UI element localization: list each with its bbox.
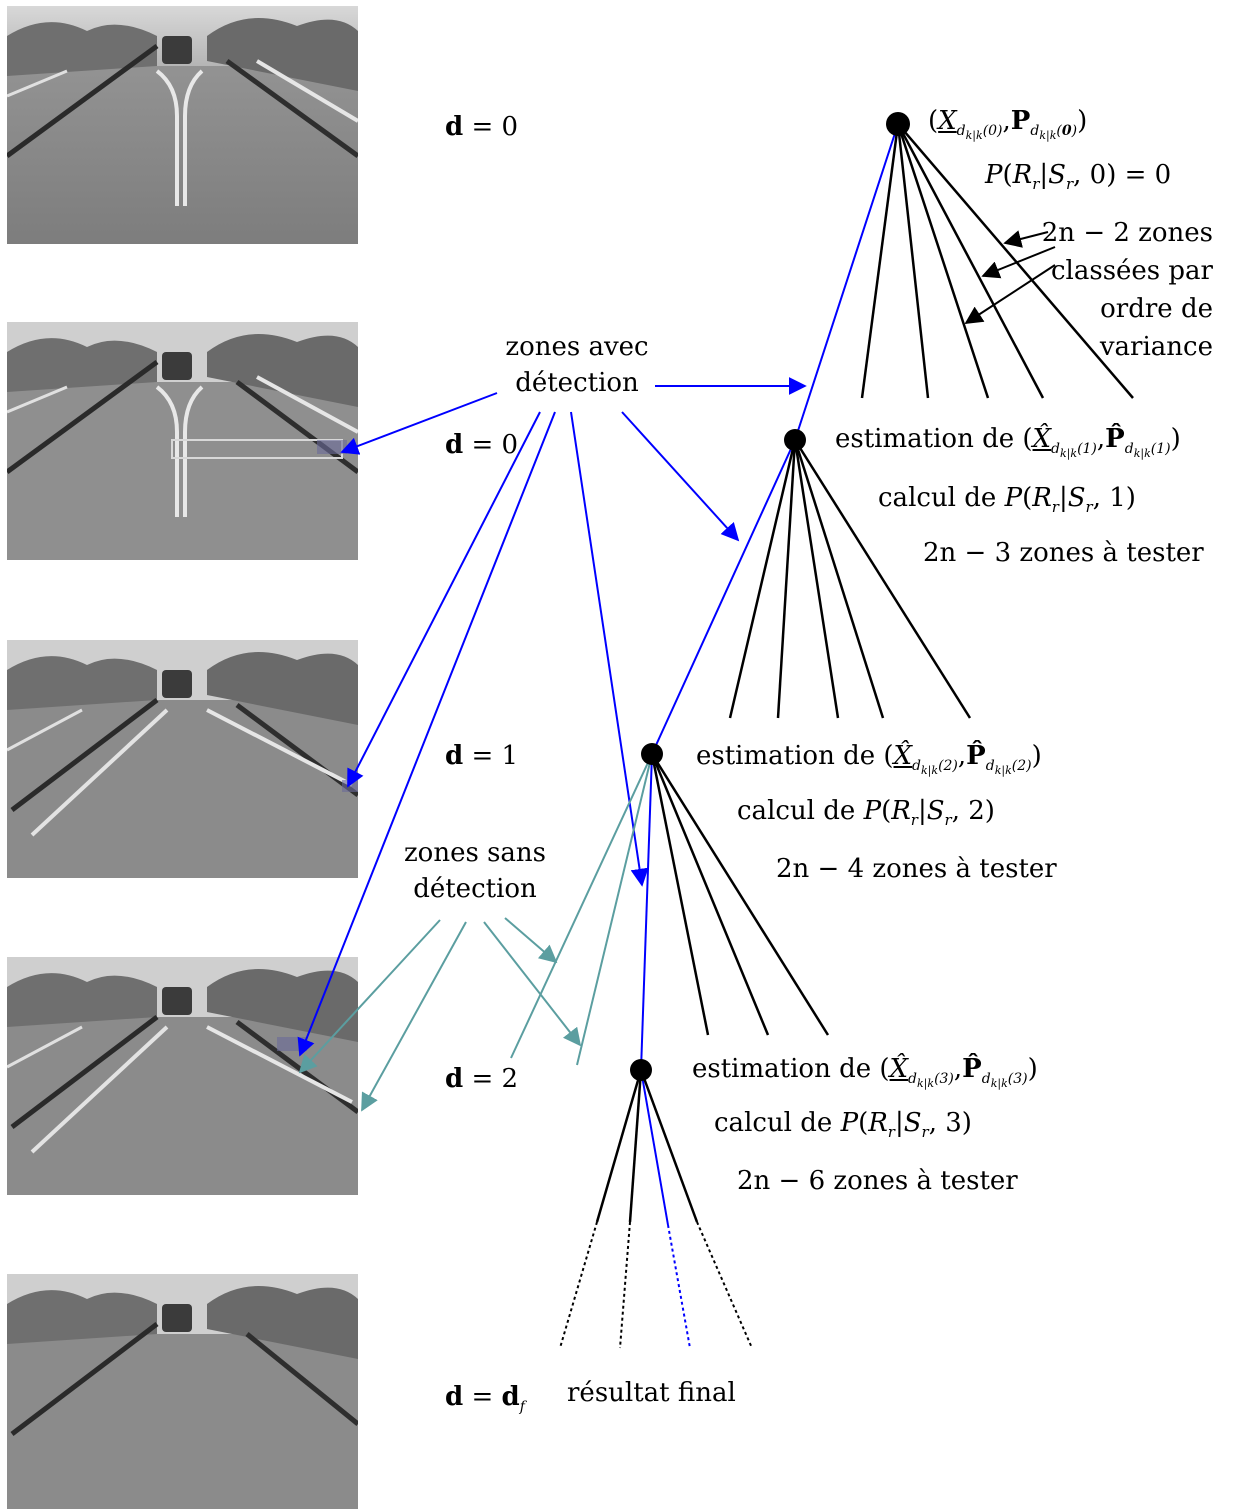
level-label-d2: d = 2 <box>445 1064 519 1094</box>
node-1 <box>784 429 806 451</box>
node2-estimation: estimation de (X̂dk|k(2),P̂dk|k(2)) <box>696 741 1042 777</box>
root-zones-note: 2n − 2 zones classées par ordre de varia… <box>1041 218 1213 362</box>
root-probability: P(Rr|Sr, 0) = 0 <box>985 160 1172 194</box>
node2-branches <box>650 753 830 1036</box>
node3-calc: calcul de P(Rr|Sr, 3) <box>714 1108 972 1142</box>
main-path-continuation <box>667 1224 691 1349</box>
level-label-d0-top: d = 0 <box>445 112 519 142</box>
level-label-d0: d = 0 <box>445 430 519 460</box>
node1-estimation: estimation de (X̂dk|k(1),P̂dk|k(1)) <box>835 424 1181 460</box>
detection-arrows <box>297 377 807 1057</box>
level-label-d1: d = 1 <box>445 741 519 771</box>
level-label-df: d = df <box>445 1382 525 1415</box>
node3-estimation: estimation de (X̂dk|k(3),P̂dk|k(3)) <box>692 1054 1038 1090</box>
no-detection-arrows <box>298 753 653 1112</box>
node1-branches <box>728 439 972 719</box>
node3-dotted-branches <box>559 1221 753 1349</box>
root-branches <box>860 123 1134 399</box>
final-result: résultat final <box>567 1378 736 1408</box>
group-with-detection: zones avec détection <box>505 332 649 398</box>
road-image-2 <box>7 322 358 560</box>
road-image-1 <box>7 6 358 244</box>
root-state: (Xdk|k(0),Pdk|k(0)) <box>928 106 1088 142</box>
node2-calc: calcul de P(Rr|Sr, 2) <box>737 796 995 830</box>
road-image-4 <box>7 957 358 1195</box>
road-image-3 <box>7 640 358 878</box>
node2-zones: 2n − 4 zones à tester <box>776 854 1057 884</box>
road-image-5 <box>7 1274 358 1509</box>
node1-zones: 2n − 3 zones à tester <box>923 538 1204 568</box>
root-node <box>886 112 910 136</box>
main-path <box>640 123 899 1226</box>
node3-zones: 2n − 6 zones à tester <box>737 1166 1018 1196</box>
node-2 <box>641 743 663 765</box>
node1-calc: calcul de P(Rr|Sr, 1) <box>878 483 1136 517</box>
group-without-detection: zones sans détection <box>403 838 547 904</box>
node3-branches <box>595 1069 699 1223</box>
node-3 <box>630 1059 652 1081</box>
variance-arrows <box>964 230 1056 324</box>
